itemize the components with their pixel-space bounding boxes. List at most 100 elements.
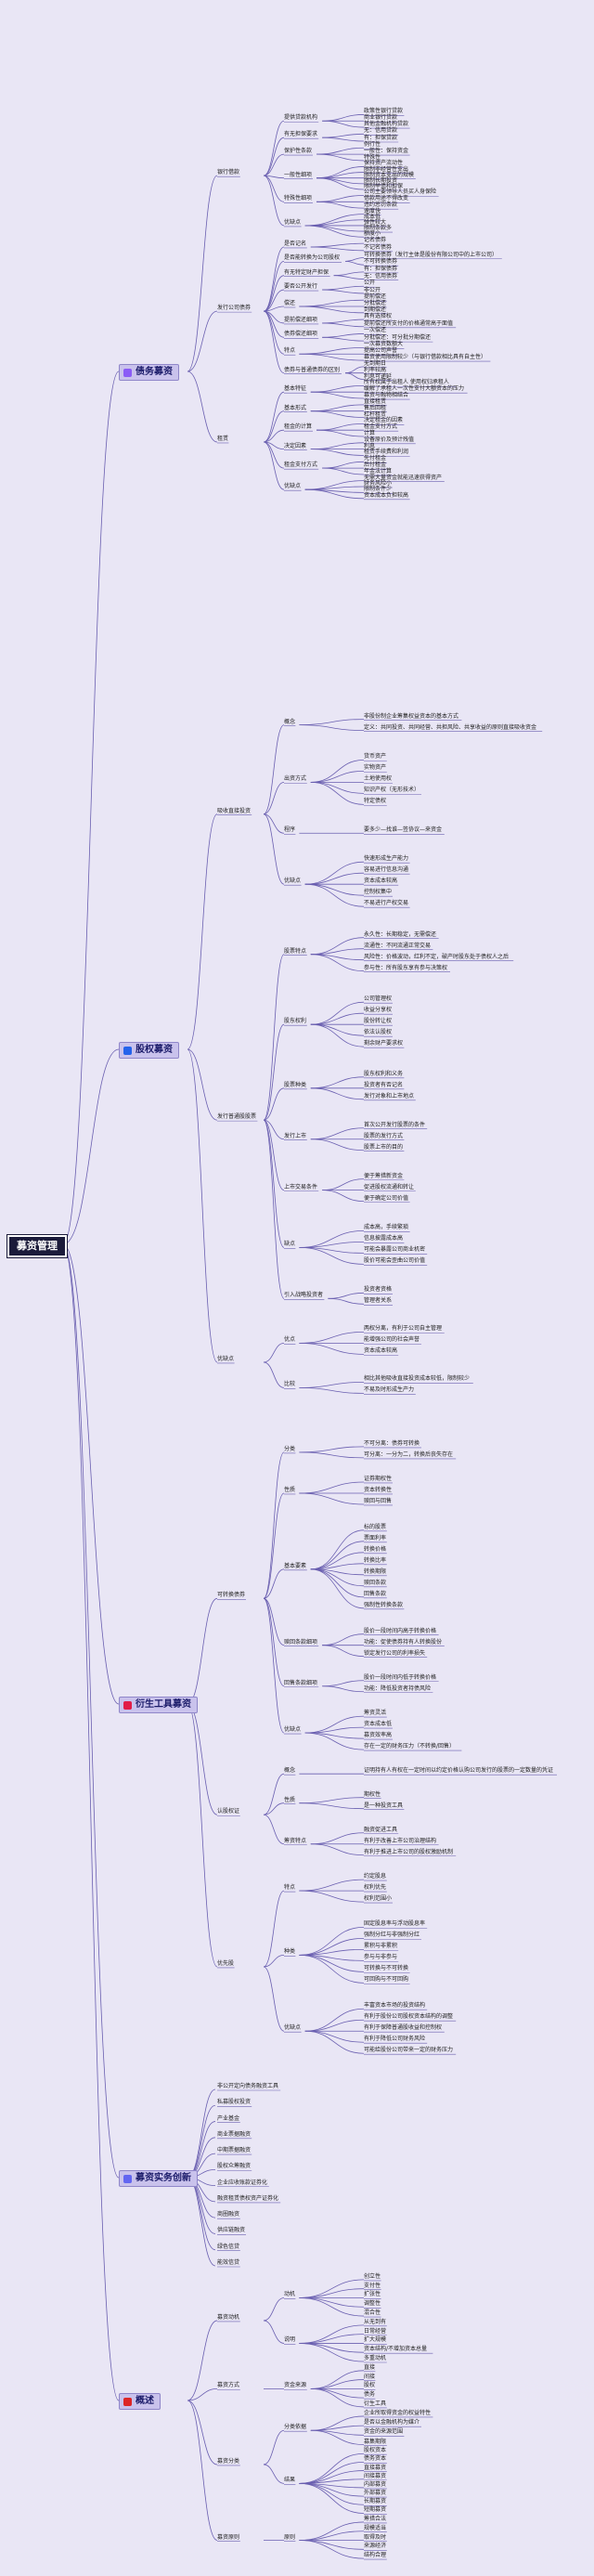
leaf-node[interactable]: 土地使用权 xyxy=(364,775,393,783)
item-node[interactable]: 特点 xyxy=(284,1884,296,1892)
item-node[interactable]: 有无担保要求 xyxy=(284,131,318,138)
item-node[interactable]: 优缺点 xyxy=(284,878,302,885)
leaf-node[interactable]: 其他金融机构贷款 xyxy=(364,121,409,128)
item-node[interactable]: 有无特定财产担保 xyxy=(284,268,329,276)
leaf-node[interactable]: 股份转让权 xyxy=(364,1018,393,1025)
item-node[interactable]: 债券与普通债券的区别 xyxy=(284,366,341,373)
leaf-node[interactable]: 可能给股份公司带来一定的财务压力 xyxy=(364,2047,454,2054)
leaf-node[interactable]: 提高公司声誉 xyxy=(364,347,398,355)
leaf-node[interactable]: 股票的发行方式 xyxy=(364,1132,404,1139)
leaf-node[interactable]: 创立性 xyxy=(364,2272,381,2280)
leaf-node[interactable]: 功能：促使债券持有人转换股份 xyxy=(364,1638,443,1646)
leaf-node[interactable]: 期权性 xyxy=(364,1790,381,1798)
leaf-node[interactable]: 一次偿还 xyxy=(364,327,387,334)
leaf-node[interactable]: 约定股息 xyxy=(364,1873,387,1880)
group-node[interactable]: 可转换债券 xyxy=(217,1592,246,1599)
leaf-node[interactable]: 后付租金 xyxy=(364,462,387,469)
leaf-node[interactable]: 转换比率 xyxy=(364,1556,387,1564)
leaf-node[interactable]: 财务风险小 xyxy=(364,479,393,487)
leaf-node[interactable]: 有利于保障普通股收益和控制权 xyxy=(364,2024,443,2032)
leaf-node[interactable]: 非股份制企业筹集权益资本的基本方式 xyxy=(364,712,459,720)
list-item[interactable]: 能效信贷 xyxy=(217,2259,240,2266)
leaf-node[interactable]: 无：信用贷款 xyxy=(364,127,398,135)
item-node[interactable]: 筹资特点 xyxy=(284,1837,307,1844)
leaf-node[interactable]: 是一种投资工具 xyxy=(364,1802,404,1809)
leaf-node[interactable]: 短期募资 xyxy=(364,2506,387,2514)
list-item[interactable]: 企业应收账款证券化 xyxy=(217,2179,268,2186)
leaf-node[interactable]: 资本转换性 xyxy=(364,1486,393,1493)
leaf-node[interactable]: 提前偿还 xyxy=(364,293,387,301)
item-node[interactable]: 赎回条款细项 xyxy=(284,1638,318,1646)
item-node[interactable]: 决定因素 xyxy=(284,442,307,449)
list-item[interactable]: 非公开定向债务融资工具 xyxy=(217,2083,279,2089)
leaf-node[interactable]: 有：担保贷款 xyxy=(364,135,398,141)
leaf-node[interactable]: 筹资灵活 xyxy=(364,1710,387,1717)
leaf-node[interactable]: 票面利率 xyxy=(364,1534,387,1542)
leaf-node[interactable]: 固定股息率与浮动股息率 xyxy=(364,1920,426,1928)
leaf-node[interactable]: 支付性 xyxy=(364,2282,381,2289)
item-node[interactable]: 一般性细项 xyxy=(284,171,313,178)
leaf-node[interactable]: 存在一定的财务压力（不转换/回售） xyxy=(364,1743,456,1750)
leaf-node[interactable]: 特殊性 xyxy=(364,153,381,161)
item-node[interactable]: 分类 xyxy=(284,1445,296,1452)
list-item[interactable]: 供应链融资 xyxy=(217,2227,246,2234)
leaf-node[interactable]: 间接 xyxy=(364,2373,376,2380)
item-node[interactable]: 要否公开发行 xyxy=(284,283,318,291)
leaf-node[interactable]: 利率较高 xyxy=(364,366,387,373)
leaf-node[interactable]: 利息 xyxy=(364,442,376,449)
leaf-node[interactable]: 公司主要领导人员买人身保险 xyxy=(364,189,437,196)
leaf-node[interactable]: 流通性：不同流通正常交易 xyxy=(364,942,432,949)
leaf-node[interactable]: 有利于推进上市公司的股权激励机制 xyxy=(364,1848,454,1855)
item-node[interactable]: 优缺点 xyxy=(284,483,302,490)
item-node[interactable]: 基本要素 xyxy=(284,1562,307,1569)
leaf-node[interactable]: 转换价格 xyxy=(364,1545,387,1553)
leaf-node[interactable]: 剩余财产要求权 xyxy=(364,1040,404,1047)
leaf-node[interactable]: 资本成本较高 xyxy=(364,878,398,885)
leaf-node[interactable]: 赎回条款 xyxy=(364,1579,387,1586)
leaf-node[interactable]: 提前偿还所支付的价格通常高于面值 xyxy=(364,319,454,327)
item-node[interactable]: 说明 xyxy=(284,2336,296,2344)
leaf-node[interactable]: 强制分红与非强制分红 xyxy=(364,1932,420,1939)
section-s3[interactable]: 衍生工具募资 xyxy=(119,1697,198,1713)
leaf-node[interactable]: 股价一段时间内高于转换价格 xyxy=(364,1627,437,1634)
leaf-node[interactable]: 多重动机 xyxy=(364,2355,387,2361)
leaf-node[interactable]: 永久性：长期稳定，无需偿还 xyxy=(364,930,437,938)
leaf-node[interactable]: 融资促进工具 xyxy=(364,1826,398,1833)
leaf-node[interactable]: 证明持有人有权在一定时间以约定价格认购公司发行的股票的一定数量的凭证 xyxy=(364,1767,554,1775)
group-node[interactable]: 租赁 xyxy=(217,435,229,442)
leaf-node[interactable]: 限制资本支出的规模 xyxy=(364,171,415,178)
item-node[interactable]: 资金来源 xyxy=(284,2382,307,2389)
leaf-node[interactable]: 借款用途不得改变 xyxy=(364,195,409,202)
leaf-node[interactable]: 日常经营 xyxy=(364,2327,387,2335)
leaf-node[interactable]: 参与与非参与 xyxy=(364,1954,398,1961)
list-item[interactable]: 商圈融资 xyxy=(217,2211,240,2218)
leaf-node[interactable]: 速度快 xyxy=(364,207,381,215)
leaf-node[interactable]: 募集期限 xyxy=(364,2438,387,2445)
leaf-node[interactable]: 特定债权 xyxy=(364,798,387,805)
leaf-node[interactable]: 赎回与回售 xyxy=(364,1497,393,1504)
leaf-node[interactable]: 要多少—找谁—签协议—来资金 xyxy=(364,826,443,834)
item-node[interactable]: 结果 xyxy=(284,2477,296,2484)
leaf-node[interactable]: 两权分离，有利于公司自主管理 xyxy=(364,1325,443,1333)
leaf-node[interactable]: 混合性 xyxy=(364,2309,381,2317)
leaf-node[interactable]: 债务资本 xyxy=(364,2455,387,2463)
leaf-node[interactable]: 管理者关系 xyxy=(364,1297,393,1305)
leaf-node[interactable]: 相比其他吸收直接投资成本较低，限制较少 xyxy=(364,1375,471,1383)
leaf-node[interactable]: 额度小 xyxy=(364,230,381,238)
item-node[interactable]: 特殊性细项 xyxy=(284,195,313,202)
leaf-node[interactable]: 弹性较大 xyxy=(364,218,387,226)
list-item[interactable]: 绿色信贷 xyxy=(217,2243,240,2250)
group-node[interactable]: 银行借款 xyxy=(217,169,240,176)
leaf-node[interactable]: 债务 xyxy=(364,2391,376,2399)
leaf-node[interactable]: 有利于降低公司财务风险 xyxy=(364,2036,426,2043)
item-node[interactable]: 优缺点 xyxy=(284,1726,302,1734)
leaf-node[interactable]: 租金支付方式 xyxy=(364,423,398,431)
leaf-node[interactable]: 投资者资格 xyxy=(364,1286,393,1294)
leaf-node[interactable]: 不可分离：债券可转换 xyxy=(364,1439,420,1447)
leaf-node[interactable]: 具有选择权 xyxy=(364,313,393,320)
leaf-node[interactable]: 年金法计算 xyxy=(364,467,393,475)
leaf-node[interactable]: 扩大规模 xyxy=(364,2336,387,2344)
leaf-node[interactable]: 有利于股份公司股权资本结构的调整 xyxy=(364,2013,454,2021)
item-node[interactable]: 提供贷款机构 xyxy=(284,114,318,122)
leaf-node[interactable]: 限制条款多 xyxy=(364,225,393,232)
